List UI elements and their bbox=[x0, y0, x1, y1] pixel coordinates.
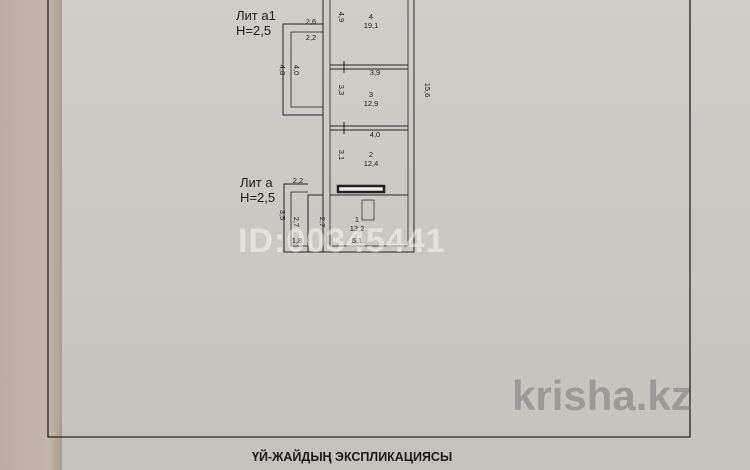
lit-a1-inner-width: 2,2 bbox=[306, 33, 316, 42]
room-1-number: 1 bbox=[355, 215, 359, 224]
room-2-number: 2 bbox=[369, 150, 373, 159]
sink bbox=[361, 199, 375, 221]
explication-title: ҮЙ-ЖАЙДЫҢ ЭКСПЛИКАЦИЯСЫ bbox=[252, 450, 453, 464]
document-sheet bbox=[62, 0, 750, 470]
id-watermark: ID:00345441 bbox=[238, 222, 446, 260]
lit-a-label: Лит а H=2,5 bbox=[240, 175, 275, 205]
lit-a1-outer-length: 4,8 bbox=[278, 65, 287, 75]
lit-a-width: 2,2 bbox=[293, 176, 303, 185]
lit-a1-label: Лит а1 H=2,5 bbox=[236, 8, 276, 38]
frame-border bbox=[47, 0, 691, 438]
stove bbox=[336, 184, 386, 194]
room-1-width: 5,1 bbox=[352, 236, 362, 245]
room-4-area: 19,1 bbox=[364, 21, 379, 30]
lit-a-outer bbox=[283, 183, 308, 253]
room-2-width: 4,0 bbox=[370, 130, 380, 139]
total-length: 15,6 bbox=[423, 83, 432, 98]
room-3-width: 3,9 bbox=[370, 68, 380, 77]
lit-a-name: Лит а bbox=[240, 175, 273, 190]
lit-a-inner bbox=[290, 191, 308, 247]
lit-a-inner-width: 1,8 bbox=[292, 236, 302, 245]
lit-a-inner-length: 2,7 bbox=[292, 217, 301, 227]
lit-a1-inner bbox=[290, 31, 323, 108]
room-2-wall: 3,1 bbox=[337, 150, 346, 160]
lit-a1-name: Лит а1 bbox=[236, 8, 276, 23]
main-building-inner bbox=[329, 0, 409, 247]
room-3-wall: 3,3 bbox=[337, 85, 346, 95]
room-3-number: 3 bbox=[369, 90, 373, 99]
lit-a1-outer-width: 2,6 bbox=[306, 17, 316, 26]
room-4-wall: 4,9 bbox=[337, 12, 346, 22]
brand-watermark: krisha.kz bbox=[512, 372, 692, 419]
lit-a-length: 3,5 bbox=[278, 210, 287, 220]
lit-a1-outer bbox=[282, 23, 323, 116]
room-1-ext-length: 2,7 bbox=[318, 217, 327, 227]
lit-a1-height: H=2,5 bbox=[236, 23, 272, 38]
room1-ext bbox=[307, 194, 323, 253]
room-3-area: 12,9 bbox=[364, 99, 379, 108]
room-2-area: 12,4 bbox=[364, 159, 379, 168]
lit-a1-inner-length: 4,0 bbox=[292, 65, 301, 75]
lit-a-height: H=2,5 bbox=[240, 190, 276, 205]
room-1-area: 13,2 bbox=[350, 224, 365, 233]
room-4-number: 4 bbox=[369, 12, 373, 21]
main-building-outer bbox=[322, 0, 415, 253]
left-page-edge bbox=[0, 0, 62, 470]
